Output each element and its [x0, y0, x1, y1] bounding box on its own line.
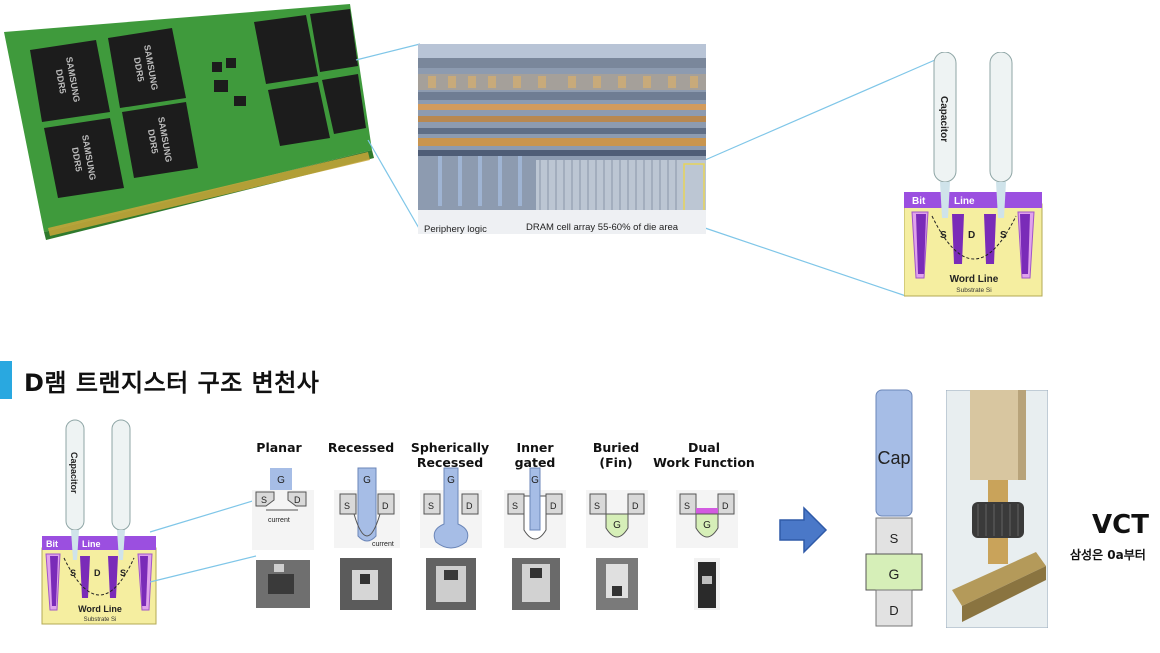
source-label: S [512, 501, 518, 511]
capacitor-label: Capacitor [69, 452, 79, 494]
chip-type-label: DDR5 [132, 57, 146, 83]
gate-label: G [447, 475, 455, 486]
periphery-logic-label: Periphery logic [424, 224, 487, 234]
structure-label-inner-gated: Inner gated [514, 440, 556, 470]
drain-label: D [550, 501, 557, 511]
dram-chip [268, 82, 330, 146]
leader-lines-bottom [149, 499, 257, 583]
dram-chip [310, 9, 358, 72]
source-label: S [261, 495, 267, 505]
source-label: S [120, 568, 126, 578]
pmic-component [234, 96, 246, 106]
substrate-label: Substrate Si [84, 617, 117, 623]
substrate-label: Substrate Si [956, 287, 991, 294]
chip-type-label: DDR5 [146, 129, 160, 155]
drain-label: D [294, 495, 301, 505]
structure-label-buried-fin: Buried(Fin) [592, 440, 640, 470]
drain-label: D [94, 568, 101, 578]
dram-cell-diagram-bottom: Bit Line Capacitor S D S Word Line Subst… [41, 419, 157, 625]
word-line-label: Word Line [78, 604, 122, 614]
vct-transistor-stack: Cap S G D [865, 389, 923, 627]
drain-label: D [466, 501, 473, 511]
dram-chip [44, 118, 124, 198]
source-label: S [70, 568, 76, 578]
drain-label: D [632, 501, 639, 511]
bit-line-label: Bit [912, 196, 926, 207]
pmic-component [214, 80, 228, 92]
vct-3d-render [946, 390, 1048, 628]
die-cross-section-photo: Periphery logic DRAM cell array 55-60% o… [418, 44, 706, 234]
dram-chip [108, 28, 186, 108]
bit-line-label: Bit [46, 539, 58, 549]
source-label: S [890, 531, 899, 546]
drain-label: D [889, 603, 898, 618]
source-label: S [684, 501, 690, 511]
dram-chip [30, 40, 110, 122]
gate-label: G [277, 475, 285, 486]
chip-type-label: DDR5 [54, 69, 68, 95]
leader-lines-top [355, 43, 936, 297]
transition-arrow-icon [779, 506, 828, 554]
ddr5-memory-module: SAMSUNG DDR5 SAMSUNG DDR5 SAMSUNG DDR5 S… [4, 4, 374, 240]
word-line-label: Word Line [950, 274, 999, 285]
dram-cell-array-label: DRAM cell array 55-60% of die area [526, 222, 679, 233]
pmic-component [226, 58, 236, 68]
gate-label: G [363, 475, 371, 486]
structure-spherically-recessed: G S D [420, 467, 482, 610]
vct-title: VCT [1092, 510, 1149, 540]
structure-buried-fin: G S D [586, 490, 648, 610]
structure-label-recessed: Recessed [327, 440, 395, 455]
current-label: current [372, 541, 394, 548]
current-label: current [268, 517, 290, 524]
capacitor-label: Cap [877, 448, 910, 468]
vct-subtitle: 삼성은 0a부터 [1070, 548, 1146, 562]
dram-chip [322, 74, 366, 134]
heading-accent-bar [0, 361, 12, 399]
source-label: S [940, 230, 947, 241]
structure-planar: G S D current [252, 468, 314, 608]
bit-line-label: Line [82, 539, 101, 549]
dram-cell-diagram-top: Bit Line Capacitor S D S Word Line Subst… [904, 52, 1043, 297]
drain-label: D [722, 501, 729, 511]
section-heading: D램 트랜지스터 구조 변천사 [0, 360, 319, 400]
chip-type-label: DDR5 [70, 147, 84, 173]
source-label: S [1000, 230, 1007, 241]
structure-label-planar: Planar [256, 440, 302, 455]
gate-label: G [703, 520, 711, 531]
source-label: S [344, 501, 350, 511]
structure-inner-gated: G S D [504, 467, 566, 610]
structure-dual-work-function: G S D [676, 490, 738, 610]
source-label: S [428, 501, 434, 511]
dram-chip [122, 102, 198, 178]
section-title: D램 트랜지스터 구조 변천사 [24, 368, 320, 397]
drain-label: D [968, 230, 975, 241]
gate-label: G [889, 566, 900, 582]
drain-label: D [382, 501, 389, 511]
source-label: S [594, 501, 600, 511]
capacitor-label: Capacitor [938, 96, 949, 142]
gate-label: G [613, 520, 621, 531]
bit-line-label: Line [954, 196, 975, 207]
gold-contacts [48, 152, 370, 236]
gate-label: G [531, 475, 539, 486]
pmic-component [212, 62, 222, 72]
structure-recessed: G S D current [334, 467, 400, 610]
dram-chip [254, 15, 318, 84]
